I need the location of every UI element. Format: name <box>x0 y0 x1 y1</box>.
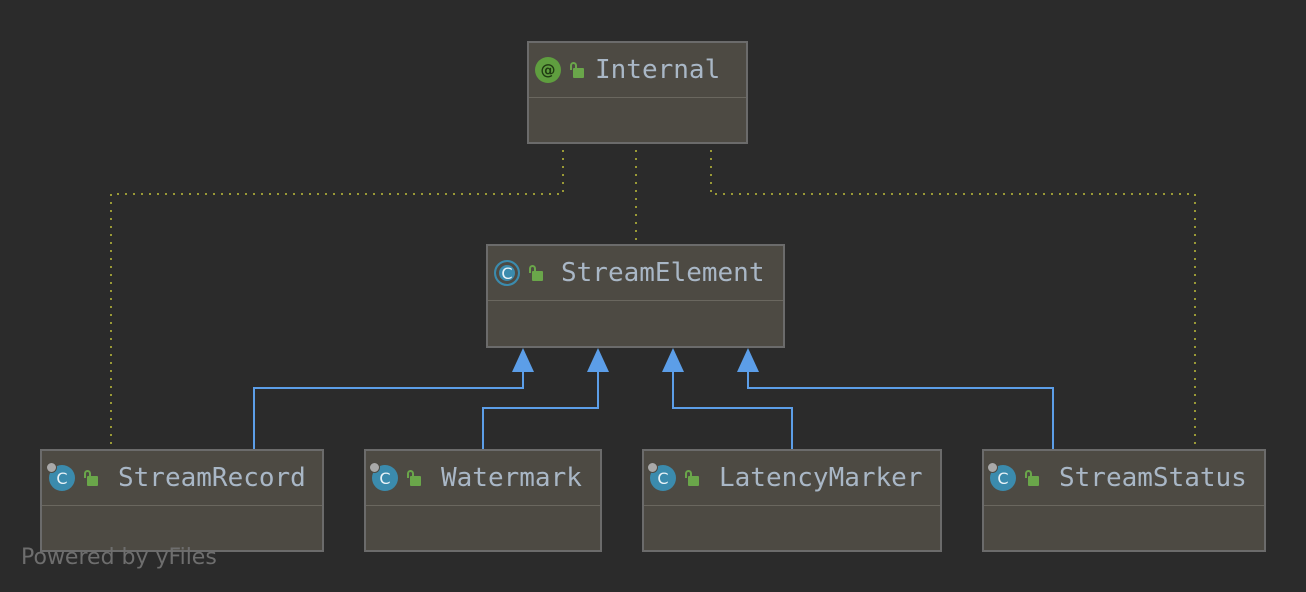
arrowhead-latencymarker <box>662 348 684 372</box>
final-class-icon: C <box>46 462 75 491</box>
public-lock-icon <box>407 470 421 486</box>
public-lock-icon <box>570 62 584 78</box>
node-internal-body <box>529 98 746 142</box>
node-streamrecord[interactable]: C StreamRecord <box>40 449 324 552</box>
node-streamstatus-name: StreamStatus <box>1059 463 1247 493</box>
final-pin-icon <box>369 462 380 473</box>
edge-latencymarker-streamelement <box>672 370 793 449</box>
node-streamelement-name: StreamElement <box>561 258 765 288</box>
node-latencymarker[interactable]: C LatencyMarker <box>642 449 942 552</box>
edge-streamrecord-streamelement <box>253 370 524 449</box>
node-internal-name: Internal <box>595 55 721 85</box>
node-internal-header: @ Internal <box>529 43 746 98</box>
arrowhead-streamstatus <box>737 348 759 372</box>
node-streamstatus-header: C StreamStatus <box>984 451 1264 506</box>
node-watermark-header: C Watermark <box>366 451 600 506</box>
public-lock-icon <box>84 470 98 486</box>
node-streamelement-body <box>488 301 783 346</box>
node-watermark-body <box>366 506 600 550</box>
abstract-class-icon: C <box>494 260 520 286</box>
powered-by-watermark: Powered by yFiles <box>21 545 217 570</box>
final-class-icon: C <box>987 462 1016 491</box>
node-latencymarker-name: LatencyMarker <box>719 463 923 493</box>
edge-streamstatus-streamelement <box>747 370 1054 449</box>
final-pin-icon <box>987 462 998 473</box>
node-streamstatus[interactable]: C StreamStatus <box>982 449 1266 552</box>
public-lock-icon <box>685 470 699 486</box>
final-class-icon: C <box>369 462 398 491</box>
node-internal[interactable]: @ Internal <box>527 41 748 144</box>
node-streamstatus-body <box>984 506 1264 550</box>
final-pin-icon <box>647 462 658 473</box>
node-streamelement-header: C StreamElement <box>488 246 783 301</box>
arrowhead-watermark <box>587 348 609 372</box>
final-class-icon: C <box>647 462 676 491</box>
node-watermark-name: Watermark <box>441 463 582 493</box>
node-streamelement[interactable]: C StreamElement <box>486 244 785 348</box>
public-lock-icon <box>529 265 543 281</box>
arrowhead-streamrecord <box>512 348 534 372</box>
node-latencymarker-header: C LatencyMarker <box>644 451 940 506</box>
node-watermark[interactable]: C Watermark <box>364 449 602 552</box>
annotation-icon: @ <box>535 57 561 83</box>
node-streamrecord-name: StreamRecord <box>118 463 306 493</box>
node-streamrecord-header: C StreamRecord <box>42 451 322 506</box>
node-streamrecord-body <box>42 506 322 550</box>
edge-watermark-streamelement <box>482 370 599 449</box>
node-latencymarker-body <box>644 506 940 550</box>
public-lock-icon <box>1025 470 1039 486</box>
final-pin-icon <box>46 462 57 473</box>
